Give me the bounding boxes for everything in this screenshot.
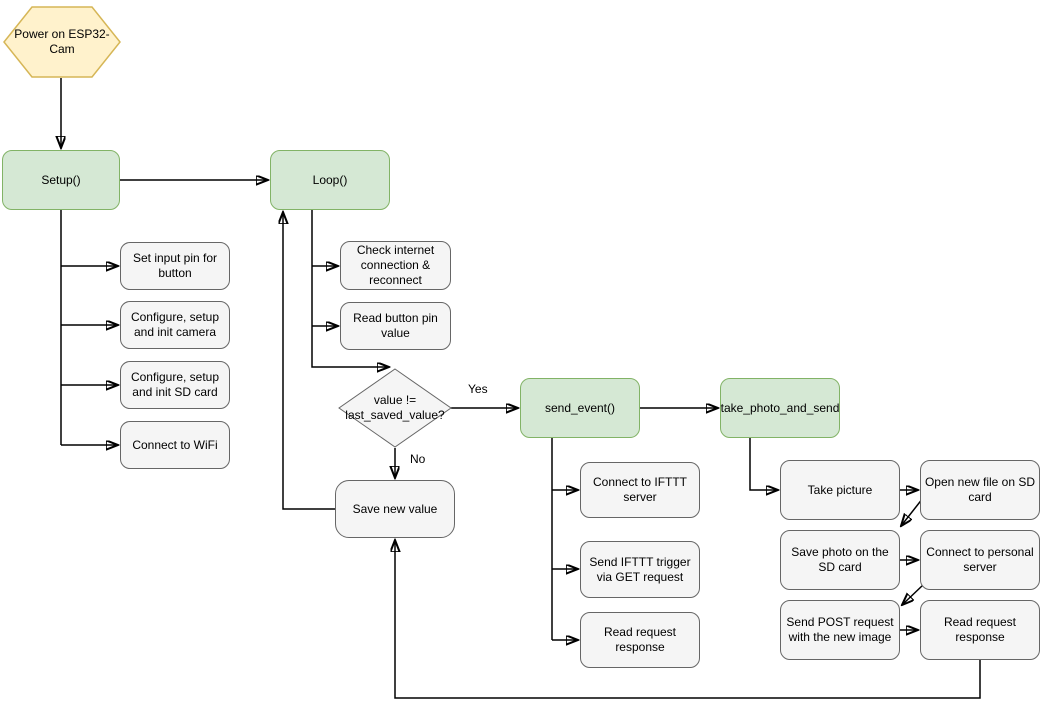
node-label: take_photo_and_send — [720, 400, 840, 415]
edge-take-t1 — [749, 438, 778, 490]
node-open-new-file-sd: Open new file on SD card — [920, 460, 1040, 520]
node-label: Send IFTTT trigger via GET request — [589, 554, 691, 584]
node-label: Connect to WiFi — [132, 437, 218, 452]
node-label: Power on ESP32-Cam — [14, 27, 110, 56]
node-init-sd-card: Configure, setup and init SD card — [120, 361, 230, 409]
edge-save-loop — [283, 212, 335, 510]
node-label: Loop() — [312, 172, 348, 187]
node-read-request-response-ifttt: Read request response — [580, 612, 700, 668]
edge-t2-t3 — [901, 497, 924, 526]
node-label: Check internet connection & reconnect — [356, 243, 435, 287]
edge-label-yes: Yes — [468, 382, 488, 396]
node-label: value != last_saved_value? — [345, 393, 445, 422]
node-label: Setup() — [41, 172, 81, 187]
node-set-input-pin: Set input pin for button — [120, 242, 230, 290]
node-send-ifttt-trigger: Send IFTTT trigger via GET request — [580, 541, 700, 598]
node-take-photo-and-send: take_photo_and_send — [720, 378, 840, 438]
edge-t4-t5 — [902, 584, 924, 605]
node-init-camera: Configure, setup and init camera — [120, 301, 230, 349]
node-label: Configure, setup and init SD card — [130, 370, 220, 399]
node-label: Configure, setup and init camera — [130, 310, 220, 339]
node-check-internet: Check internet connection & reconnect — [340, 241, 451, 290]
node-send-post-request: Send POST request with the new image — [780, 600, 900, 660]
node-label: send_event() — [544, 400, 616, 415]
node-read-request-response-server: Read request response — [920, 600, 1040, 660]
node-send-event: send_event() — [520, 378, 640, 438]
node-label: Set input pin for button — [132, 251, 218, 280]
node-label: Connect to IFTTT server — [592, 475, 688, 504]
node-label: Read request response — [943, 615, 1017, 644]
node-loop: Loop() — [270, 150, 390, 210]
node-label: Open new file on SD card — [924, 475, 1036, 504]
node-label: Connect to personal server — [926, 545, 1034, 574]
node-label: Save photo on the SD card — [791, 545, 889, 574]
node-label: Send POST request with the new image — [786, 615, 894, 644]
edge-loop-trunk — [311, 210, 389, 367]
node-decision-value-changed: value != last_saved_value? — [338, 368, 452, 448]
node-label: Read button pin value — [353, 311, 438, 340]
edge-label-no: No — [410, 452, 426, 466]
edge-t6-save — [395, 540, 981, 699]
node-connect-personal-server: Connect to personal server — [920, 530, 1040, 590]
node-label: Take picture — [807, 482, 873, 497]
node-save-new-value: Save new value — [335, 480, 455, 538]
hexagon-shape — [3, 6, 121, 78]
node-setup: Setup() — [2, 150, 120, 210]
diamond-shape — [338, 368, 452, 448]
node-connect-wifi: Connect to WiFi — [120, 421, 230, 469]
node-label: Save new value — [352, 501, 438, 516]
node-label: Read request response — [603, 625, 677, 654]
node-read-button-pin: Read button pin value — [340, 302, 451, 350]
node-power-on-esp32-cam: Power on ESP32-Cam — [3, 6, 121, 78]
node-connect-ifttt: Connect to IFTTT server — [580, 462, 700, 518]
node-save-photo-sd: Save photo on the SD card — [780, 530, 900, 590]
node-take-picture: Take picture — [780, 460, 900, 520]
